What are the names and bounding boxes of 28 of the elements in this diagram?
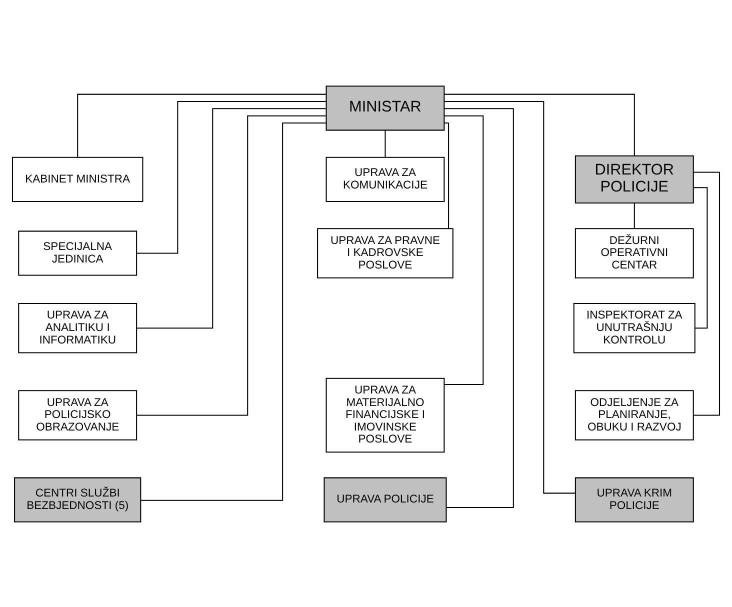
- connector: [444, 108, 514, 508]
- node-box: ODJELJENJE ZA PLANIRANJE, OBUKU I RAZVOJ: [574, 390, 694, 440]
- node-box: UPRAVA ZA MATERIJALNO FINANCIJSKE I IMOVINSKE POSLOVE: [326, 377, 445, 452]
- node-box: UPRAVA ZA POLICIJSKO OBRAZOVANJE: [18, 390, 138, 440]
- connector: [444, 122, 450, 228]
- node-box: UPRAVA KRIM POLICIJE: [574, 476, 694, 522]
- connector: [694, 171, 720, 416]
- connector: [136, 108, 326, 328]
- node-box: UPRAVA ZA KOMUNIKACIJE: [326, 156, 445, 202]
- node-box: DIREKTOR POLICIJE: [574, 154, 694, 204]
- connector: [77, 93, 326, 157]
- node-box: CENTRI SLUŽBI BEZBJEDNOSTI (5): [14, 476, 142, 522]
- connector: [634, 202, 635, 228]
- connector: [444, 93, 635, 156]
- connector: [444, 114, 484, 384]
- node-box: KABINET MINISTRA: [12, 156, 144, 202]
- connector: [384, 130, 386, 157]
- node-box: UPRAVA ZA ANALITIKU I INFORMATIKU: [18, 302, 138, 353]
- node-box: MINISTAR: [326, 85, 445, 130]
- node-box: INSPEKTORAT ZA UNUTRAŠNJU KONTROLU: [573, 302, 696, 353]
- node-box: DEŽURNI OPERATIVNI CENTAR: [574, 228, 694, 278]
- node-box: SPECIJALNA JEDINICA: [18, 230, 138, 276]
- node-box: UPRAVA ZA PRAVNE I KADROVSKE POSLOVE: [317, 228, 454, 278]
- connector: [136, 100, 326, 254]
- connector: [136, 114, 326, 416]
- node-box: UPRAVA POLICIJE: [324, 476, 447, 522]
- connector: [444, 100, 576, 494]
- connector: [140, 122, 326, 500]
